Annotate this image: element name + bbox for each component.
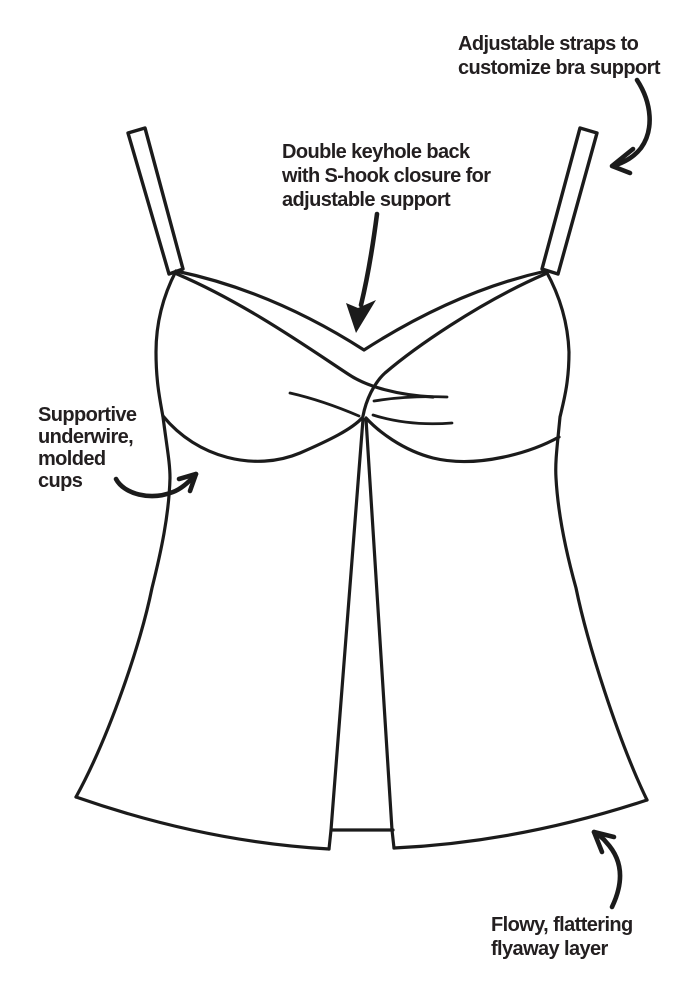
right-body-outline xyxy=(544,269,649,802)
slit-left-edge xyxy=(327,417,365,851)
arrow-keyhole-head xyxy=(346,300,376,333)
caption-keyhole-back: Double keyhole back with S-hook closure … xyxy=(282,141,491,211)
arrow-straps-barbs xyxy=(609,146,636,176)
inner-neckline-left xyxy=(175,272,435,399)
arrow-keyhole-shaft xyxy=(358,211,380,308)
gather-line-left xyxy=(288,391,361,418)
left-undercup-curve xyxy=(161,414,364,463)
arrow-cups-barbs xyxy=(176,471,199,494)
arrow-flyaway xyxy=(591,829,623,910)
right-strap xyxy=(540,126,599,276)
arrow-cups-shaft xyxy=(113,471,199,499)
arrow-keyhole xyxy=(346,211,380,333)
arrow-straps xyxy=(609,77,652,176)
arrow-cups xyxy=(113,471,199,499)
gather-line-right-upper xyxy=(372,395,449,403)
left-hem xyxy=(74,795,331,851)
slit-right-edge xyxy=(364,417,396,850)
left-body-outline xyxy=(74,269,178,799)
arrow-straps-shaft xyxy=(610,77,652,169)
outer-neckline xyxy=(174,269,548,352)
caption-adjustable-straps: Adjustable straps to customize bra suppo… xyxy=(458,33,660,79)
garment-outline-group xyxy=(74,126,649,851)
right-undercup-curve xyxy=(364,416,561,464)
right-hem xyxy=(392,798,649,850)
left-strap xyxy=(126,126,185,276)
inner-neckline-right xyxy=(361,272,547,418)
arrow-flyaway-barbs xyxy=(591,829,617,855)
annotation-arrows-group xyxy=(113,77,652,910)
gather-line-right-lower xyxy=(371,413,454,426)
caption-supportive-cups: Supportive underwire, molded cups xyxy=(38,404,137,492)
caption-flyaway-layer: Flowy, flattering flyaway layer xyxy=(491,914,633,960)
